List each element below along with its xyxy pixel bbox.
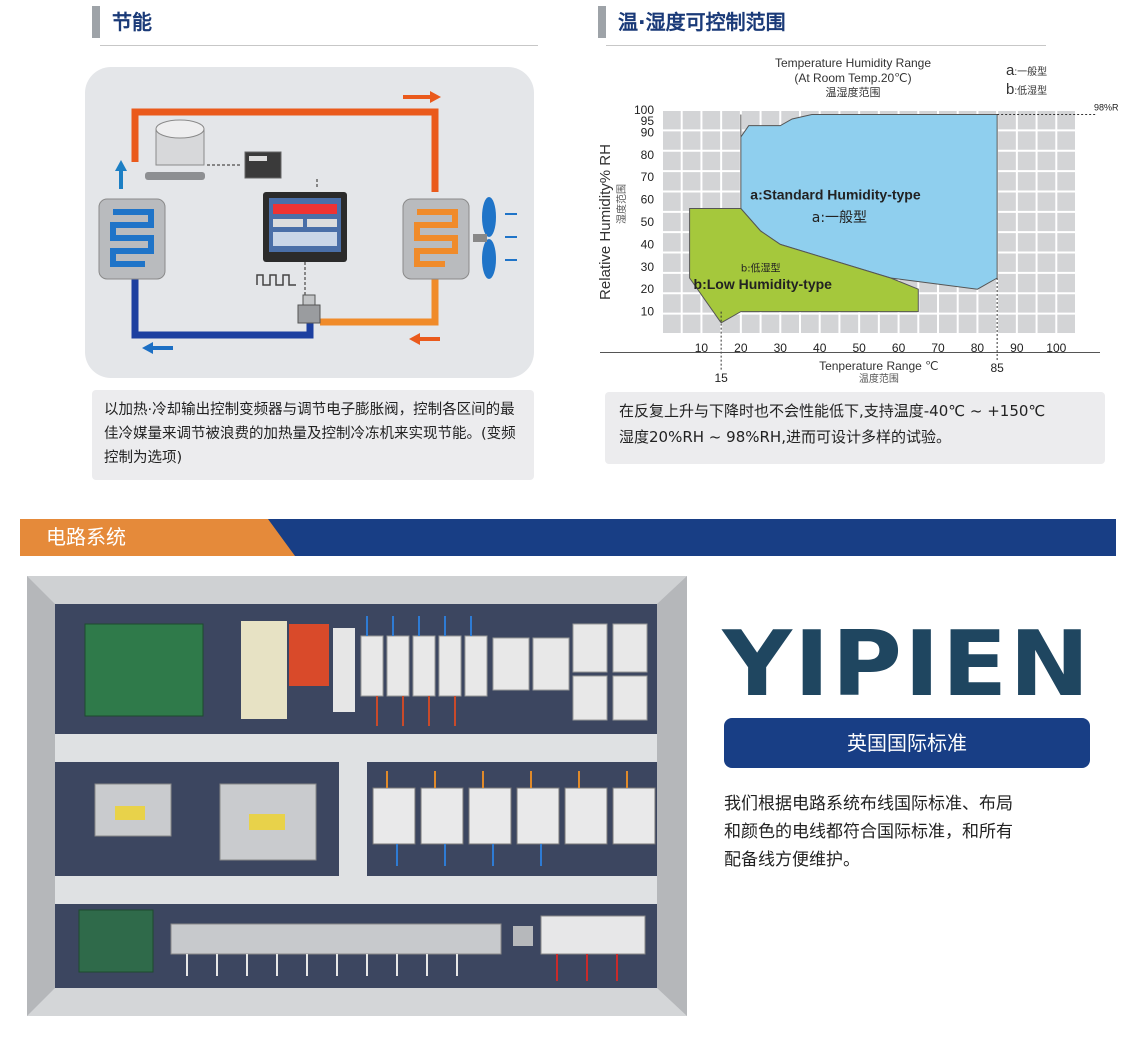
y-tick-label: 40: [641, 237, 655, 251]
pulse-wave-icon: [256, 274, 296, 286]
circuit-desc-line1: 我们根据电路系统布线国际标准、布局: [724, 794, 1013, 814]
marker-98-label: 98%R: [1094, 102, 1119, 112]
x-tick-label: 90: [1010, 341, 1024, 355]
chart-bottom-rule: [600, 352, 1100, 353]
flow-arrow-left-icon: [409, 333, 420, 345]
flow-arrow-right-icon: [430, 91, 441, 103]
x-tick-label: 50: [852, 341, 866, 355]
chart-title-line3: 温湿度范围: [825, 87, 881, 99]
marker-85-label: 85: [990, 361, 1004, 375]
range-caption-line2: 湿度20%RH ~ 98%RH,进而可设计多样的试验。: [619, 428, 951, 446]
x-tick-label: 70: [931, 341, 945, 355]
chart-title-line1: Temperature Humidity Range: [774, 56, 932, 70]
chart-plot: a:Standard Humidity-type a:一般型 b:低湿型 b:Low …: [597, 102, 1119, 385]
circuit-description: 我们根据电路系统布线国际标准、布局 和颜色的电线都符合国际标准，和所有 配备线方…: [724, 790, 1104, 874]
chart-title: Temperature Humidity Range (At Room Temp…: [728, 56, 978, 101]
x-tick-label: 20: [734, 341, 748, 355]
y-tick-label: 30: [641, 260, 655, 274]
energy-section-title: 节能: [92, 6, 538, 38]
series-label-low: b:Low Humidity-type: [694, 276, 833, 292]
circuit-banner-title: 电路系统: [46, 525, 126, 549]
brand-logo: YIPIEN: [722, 611, 1092, 717]
refrigeration-cycle-illustration: [98, 91, 517, 354]
standard-badge: 英国国际标准: [724, 718, 1090, 768]
x-tick-label: 10: [695, 341, 709, 355]
range-caption: 在反复上升与下降时也不会性能低下,支持温度-40℃ ~ +150℃ 湿度20%R…: [605, 392, 1105, 464]
x-tick-label: 100: [1046, 341, 1066, 355]
y-tick-label: 95: [641, 114, 655, 128]
y-tick-label: 50: [641, 215, 655, 229]
expansion-valve-icon: [297, 304, 321, 324]
legend-text-a: :一般型: [1014, 67, 1048, 78]
range-caption-line1: 在反复上升与下降时也不会性能低下,支持温度-40℃ ~ +150℃: [619, 402, 1046, 420]
y-tick-label: 60: [641, 193, 655, 207]
x-tick-label: 80: [971, 341, 985, 355]
y-tick-label: 100: [634, 103, 654, 117]
energy-title-rule: [100, 45, 538, 46]
y-tick-label: 20: [641, 282, 655, 296]
fan-icon: [482, 197, 496, 237]
series-label-standard: a:Standard Humidity-type: [750, 187, 921, 203]
marker-15-label: 15: [714, 371, 728, 385]
energy-caption: 以加热·冷却输出控制变频器与调节电子膨胀阀，控制各区间的最佳冷媒量来调节被浪费的…: [92, 390, 534, 480]
x-tick-label: 30: [774, 341, 788, 355]
electrical-cabinet-photo: [27, 576, 687, 1016]
x-tick-label: 60: [892, 341, 906, 355]
y-axis-label-cn: 湿度范围: [615, 184, 628, 224]
flow-arrow-left-blue-icon: [142, 342, 153, 354]
legend-item-b: b:低湿型: [1006, 81, 1047, 100]
series-label-standard-cn: a:一般型: [812, 210, 867, 226]
electrical-cabinet-illustration: [27, 576, 687, 1016]
circuit-desc-line2: 和颜色的电线都符合国际标准，和所有: [724, 822, 1013, 842]
flow-arrow-up-icon: [115, 160, 127, 171]
chart-legend: a:一般型 b:低湿型: [1006, 62, 1047, 100]
x-tick-label: 40: [813, 341, 827, 355]
legend-item-a: a:一般型: [1006, 62, 1047, 81]
refrigeration-diagram: [85, 67, 534, 378]
circuit-banner-tab: 电路系统: [20, 519, 295, 556]
humidity-range-chart: Temperature Humidity Range (At Room Temp…: [597, 52, 1119, 390]
chart-title-line2: (At Room Temp.20℃): [794, 71, 912, 85]
y-tick-label: 90: [641, 125, 655, 139]
series-label-low-cn: b:低湿型: [741, 261, 781, 274]
range-title-rule: [606, 45, 1046, 46]
legend-key-b: b: [1006, 81, 1015, 98]
legend-key-a: a: [1006, 62, 1015, 79]
series-area-low-humidity: [689, 208, 919, 324]
x-axis-label-cn: 温度范围: [859, 372, 899, 385]
inverter-box-icon: [244, 151, 282, 179]
y-tick-label: 10: [641, 305, 655, 319]
y-tick-label: 80: [641, 148, 655, 162]
range-section-title: 温·湿度可控制范围: [598, 6, 1046, 38]
x-axis-label: Tenperature Range ℃: [819, 359, 939, 373]
circuit-desc-line3: 配备线方便维护。: [724, 850, 860, 870]
legend-text-b: :低湿型: [1014, 86, 1048, 97]
y-axis-label: Relative Humidity% RH: [597, 144, 614, 300]
y-tick-label: 70: [641, 170, 655, 184]
